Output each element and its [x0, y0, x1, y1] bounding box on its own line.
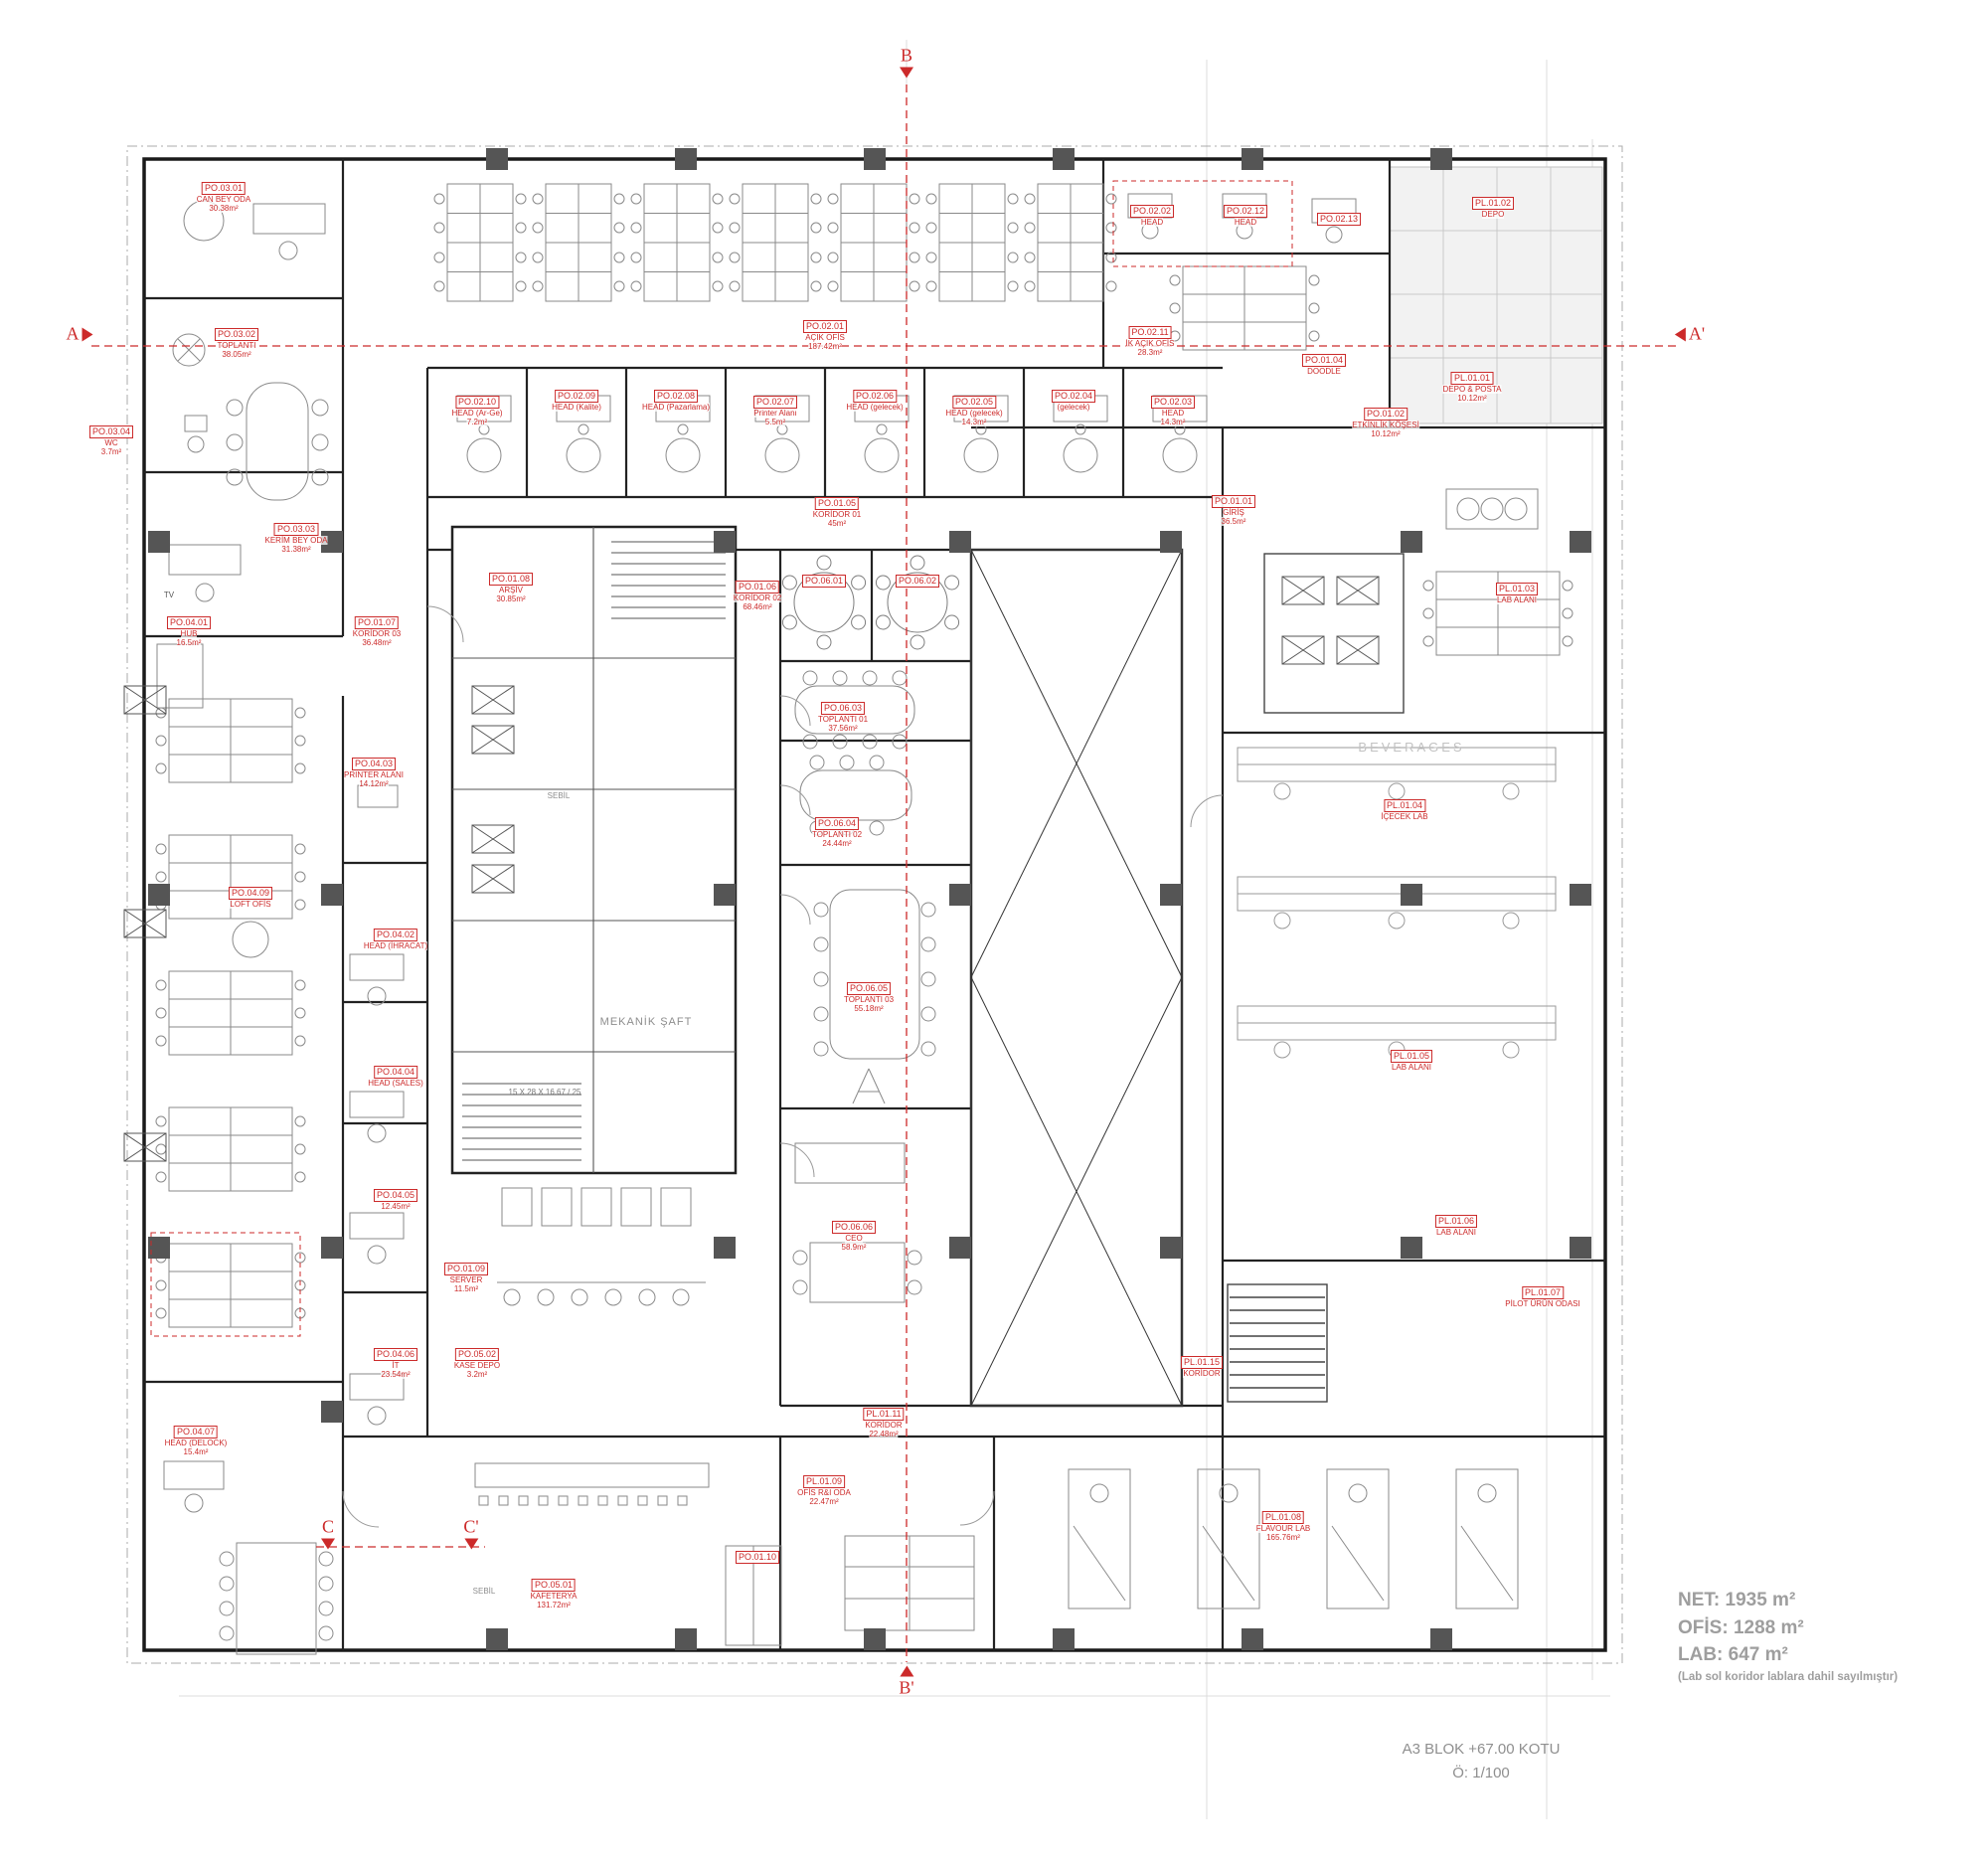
section-arrow-icon — [900, 67, 913, 79]
section-marker-B-prime: B' — [899, 1665, 914, 1699]
drawing-scale: Ö: 1/100 — [1452, 1765, 1510, 1781]
section-letter: C — [321, 1516, 334, 1537]
section-letter: A' — [1688, 323, 1706, 344]
plan-annotation: SEBİL — [472, 1587, 496, 1596]
section-arrow-icon — [464, 1538, 478, 1550]
summary-ofis: OFİS: 1288 m² — [1678, 1616, 1804, 1638]
section-marker-A: A — [67, 324, 93, 345]
section-marker-C: C — [321, 1517, 335, 1550]
plan-annotation: TV — [163, 591, 175, 599]
central-hall — [969, 548, 1184, 1408]
section-letter: B — [900, 45, 912, 66]
internal-walls — [144, 159, 1605, 1650]
core-block — [450, 525, 738, 1175]
section-letter: C' — [463, 1516, 479, 1537]
plan-annotation: MEKANİK ŞAFT — [599, 1016, 693, 1028]
columns — [148, 148, 1591, 1650]
section-arrow-icon — [900, 1665, 913, 1677]
door-swings — [342, 605, 1224, 1528]
plan-annotation: 15 X 28 X 16.67 / 25 — [508, 1088, 581, 1097]
section-arrow-icon — [82, 327, 93, 341]
section-arrow-icon — [1674, 327, 1686, 341]
red-dashed-highlights — [150, 180, 1293, 1337]
plan-boundary-dashed — [126, 145, 1623, 1664]
area-summary: NET: 1935 m² OFİS: 1288 m² LAB: 647 m² (… — [1678, 1587, 1898, 1685]
drawing-title: A3 BLOK +67.00 KOTU — [1402, 1741, 1561, 1758]
section-lines — [91, 85, 1678, 1662]
title-block: A3 BLOK +67.00 KOTU Ö: 1/100 — [1332, 1738, 1630, 1785]
summary-note: (Lab sol koridor lablara dahil sayılmışt… — [1678, 1670, 1899, 1683]
plan-annotation: SEBİL — [547, 791, 571, 800]
furniture — [123, 183, 1574, 1655]
section-marker-B: B — [900, 46, 913, 79]
section-arrow-icon — [321, 1538, 335, 1550]
section-letter: A — [66, 323, 80, 344]
plan-annotation: BEVERAGES — [1358, 740, 1465, 755]
section-marker-C-prime: C' — [463, 1516, 479, 1550]
outer-walls — [142, 157, 1607, 1652]
summary-lab: LAB: 647 m² — [1678, 1644, 1788, 1666]
summary-net: NET: 1935 m² — [1678, 1590, 1796, 1610]
right-stair-block — [1227, 553, 1405, 1403]
section-marker-A-prime: A' — [1674, 323, 1706, 345]
depo-shelving-zone — [1389, 166, 1603, 424]
section-letter: B' — [899, 1677, 914, 1698]
